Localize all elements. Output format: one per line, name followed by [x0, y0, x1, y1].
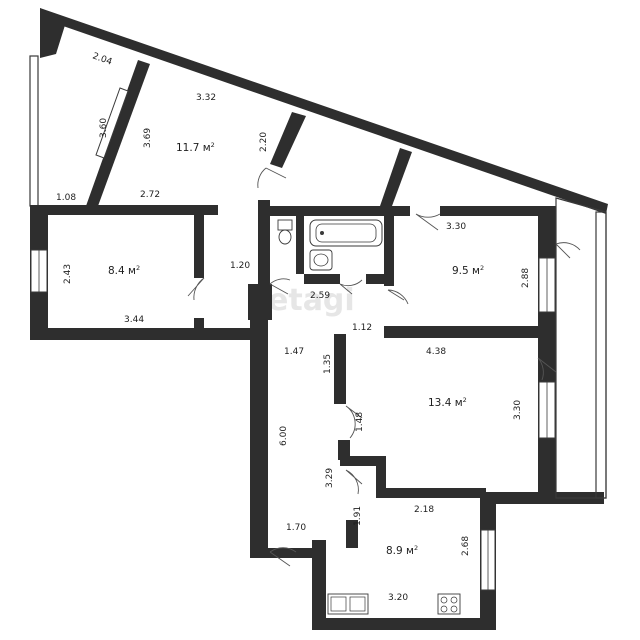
stove-icon — [437, 593, 461, 615]
dim-e-top: 4.38 — [426, 347, 446, 357]
window-room-nw — [95, 87, 129, 159]
kitchen-area: 8.9 м2 — [386, 544, 418, 557]
dim-nw-bottom: 1.08 — [56, 193, 76, 203]
dim-corr-top: 1.20 — [230, 261, 250, 271]
dim-nw-left: 3.60 — [99, 118, 109, 138]
inner-walls — [30, 60, 550, 548]
dim-nw-bottom2: 2.72 — [140, 190, 160, 200]
dim-corr-mid: 3.29 — [325, 468, 335, 488]
windows — [30, 87, 556, 591]
kitchen-sink-icon — [327, 593, 369, 615]
dim-e-right: 3.30 — [513, 400, 523, 420]
dim-nw-top: 2.04 — [91, 51, 114, 67]
dim-nw-top2: 3.32 — [196, 93, 216, 103]
dim-corr-left2: 1.35 — [323, 354, 333, 374]
dim-ne-top: 3.30 — [446, 222, 466, 232]
sink-icon — [309, 249, 333, 271]
dim-ne-bottom: 1.12 — [352, 323, 372, 333]
room-ne-area: 9.5 м2 — [452, 264, 484, 277]
dimension-labels: 2.04 3.32 3.60 3.69 1.08 2.72 2.20 2.43 … — [56, 51, 531, 603]
dim-bath-bottom: 2.59 — [310, 291, 330, 301]
dim-w-left: 2.43 — [63, 264, 73, 284]
dim-nw-left-inner: 3.69 — [143, 128, 153, 148]
dim-corr-left: 1.47 — [284, 347, 304, 357]
room-nw-area: 11.7 м2 — [176, 141, 215, 154]
bathtub-icon — [309, 219, 383, 247]
balcony-right — [555, 197, 607, 499]
room-e-area: 13.4 м2 — [428, 396, 467, 409]
dim-nw-right: 2.20 — [259, 132, 269, 152]
room-w-area: 8.4 м2 — [108, 264, 140, 277]
balcony-top-left — [29, 8, 66, 207]
dim-corr-long: 6.00 — [279, 426, 289, 446]
watermark: etagi — [268, 283, 355, 318]
dim-k-right: 2.68 — [461, 536, 471, 556]
dim-ne-right: 2.88 — [521, 268, 531, 288]
dim-k-left: 1.91 — [353, 506, 363, 526]
toilet-icon — [277, 219, 293, 245]
dim-corr-bottom: 1.70 — [286, 523, 306, 533]
dim-w-bottom: 3.44 — [124, 315, 144, 325]
doors — [187, 167, 581, 567]
dim-e-left: 1.48 — [355, 412, 365, 432]
dim-k-top: 2.18 — [414, 505, 434, 515]
dim-k-bottom: 3.20 — [388, 593, 408, 603]
